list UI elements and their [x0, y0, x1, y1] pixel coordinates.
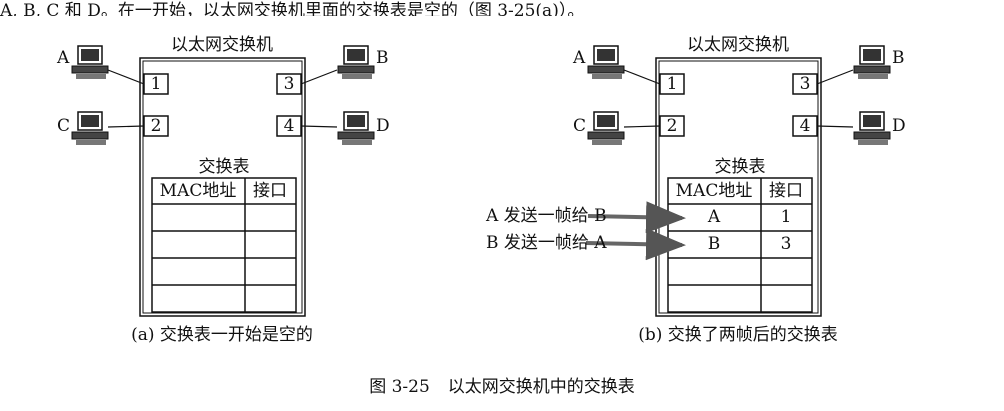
figure-title: 以太网交换机中的交换表	[447, 377, 635, 397]
port-label-4: 4	[283, 116, 295, 136]
panel-caption-b: (b) 交换了两帧后的交换表	[638, 325, 838, 345]
port-label-1: 1	[150, 74, 162, 94]
host-label-a: A	[573, 48, 586, 68]
diagram-a	[71, 45, 375, 317]
port-label-3: 3	[283, 74, 295, 94]
table-cell-mac: A	[707, 207, 721, 227]
host-label-b: B	[376, 48, 389, 68]
switch-title: 以太网交换机	[687, 35, 789, 55]
host-label-c: C	[573, 116, 587, 136]
arrow-label-a-to-b: A 发送一帧给 B	[486, 206, 607, 226]
port-label-1: 1	[666, 74, 678, 94]
switch-box	[139, 57, 306, 317]
port-label-2: 2	[666, 116, 678, 136]
panel-a: 以太网交换机 A B C D 1 2 3 4 交换表 MAC地址 接口 (a) …	[0, 0, 500, 370]
panel-b: 以太网交换机 A B C D 1 2 3 4 交换表 MAC地址 接口 A 1 …	[486, 0, 1002, 370]
computer-b-icon	[337, 45, 375, 79]
host-label-c: C	[57, 116, 71, 136]
link-d-4	[300, 125, 338, 128]
diagram-b	[585, 45, 891, 317]
table-cell-port: 1	[780, 207, 792, 227]
arrow-label-b-to-a: B 发送一帧给 A	[486, 233, 607, 253]
computer-d-icon	[853, 111, 891, 145]
host-label-a: A	[57, 48, 70, 68]
computer-b-icon	[853, 45, 891, 79]
table-title: 交换表	[714, 157, 766, 177]
table-grid-a	[151, 177, 297, 313]
arrow-b-to-a	[585, 228, 686, 261]
computer-d-icon	[337, 111, 375, 145]
link-c-2	[107, 125, 145, 128]
link-b-3	[300, 69, 338, 85]
table-cell-mac: B	[707, 234, 721, 254]
link-b-3	[816, 69, 854, 85]
figure-caption: 图 3-25 以太网交换机中的交换表	[369, 372, 635, 397]
table-title: 交换表	[198, 157, 250, 177]
link-a-1	[107, 69, 145, 85]
computer-a-icon	[71, 45, 109, 79]
header-fragment: A, B, C 和 D。在一开始，以太网交换机里面的交换表是空的（图 3-25(…	[0, 1, 585, 16]
port-label-2: 2	[150, 116, 162, 136]
table-grid-b	[667, 177, 813, 313]
computer-c-icon	[71, 111, 109, 145]
table-cell-port: 3	[780, 234, 792, 254]
computer-c-icon	[587, 111, 625, 145]
link-c-2	[623, 125, 661, 128]
col-header-mac: MAC地址	[159, 181, 237, 201]
port-label-4: 4	[799, 116, 811, 136]
figure-number: 图 3-25	[369, 377, 430, 397]
host-label-b: B	[892, 48, 905, 68]
col-header-port: 接口	[769, 181, 803, 201]
switch-box	[655, 57, 822, 317]
panel-caption-a: (a) 交换表一开始是空的	[131, 325, 313, 345]
switch-title: 以太网交换机	[171, 35, 273, 55]
port-label-3: 3	[799, 74, 811, 94]
col-header-port: 接口	[253, 181, 287, 201]
link-a-1	[623, 69, 661, 85]
host-label-d: D	[376, 116, 390, 136]
col-header-mac: MAC地址	[675, 181, 753, 201]
link-d-4	[816, 125, 854, 128]
host-label-d: D	[892, 116, 906, 136]
computer-a-icon	[587, 45, 625, 79]
arrow-a-to-b	[587, 201, 686, 234]
